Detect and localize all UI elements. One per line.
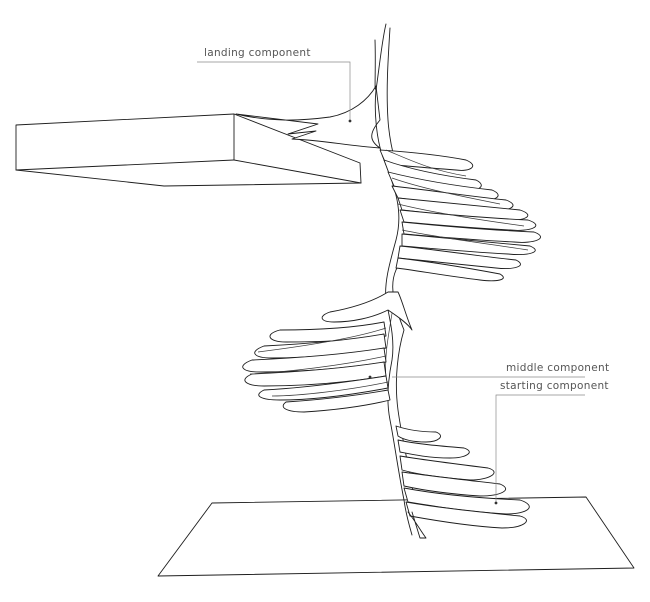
landing-component [235,39,381,149]
starting-leader-dot [494,501,498,505]
landing-leader [197,61,351,120]
upper-treads [379,149,541,282]
label-landing-component: landing component [197,47,352,123]
landing-slab [15,113,362,187]
lower-treads [242,321,391,413]
label-middle-component: middle component [368,362,609,379]
bottom-treads [395,425,530,539]
floor-plate [157,496,635,577]
middle-leader-dot [368,375,372,379]
middle-label-text: middle component [506,362,609,374]
middle-transition [321,291,413,331]
landing-leader-dot [348,119,352,123]
starting-leader [495,394,585,502]
landing-label-text: landing component [204,47,311,59]
label-starting-component: starting component [494,380,609,505]
starting-label-text: starting component [500,380,609,392]
